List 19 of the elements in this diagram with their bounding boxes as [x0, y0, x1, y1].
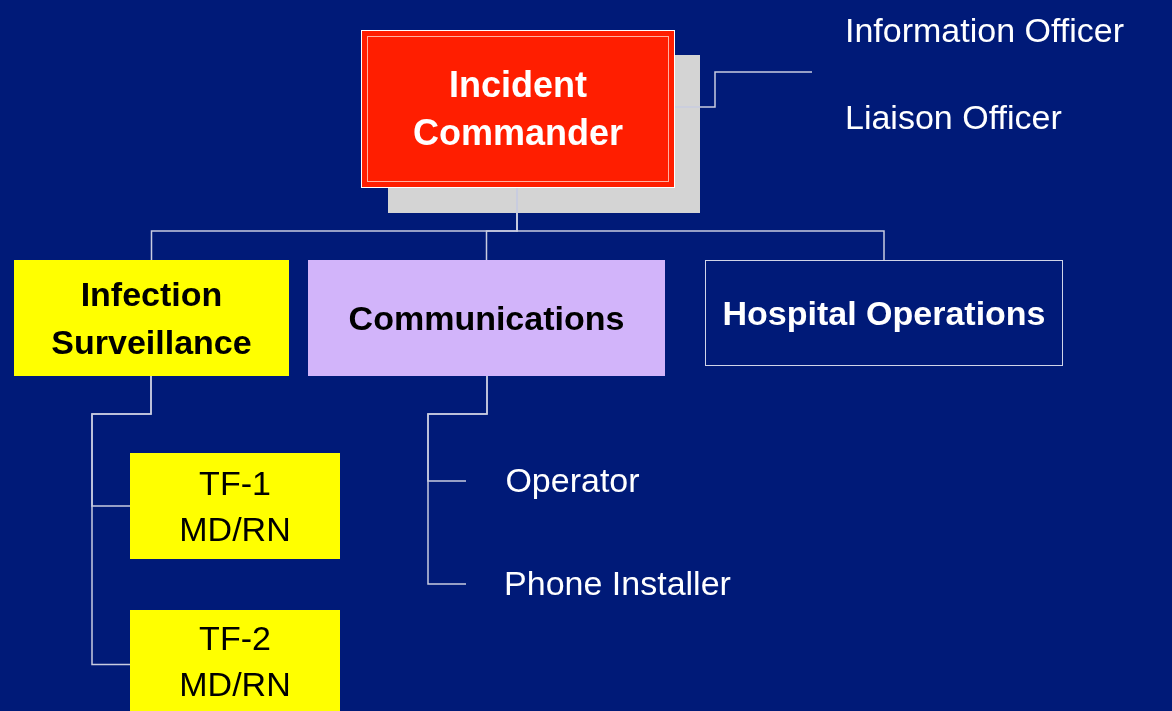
officer-label: Liaison Officer	[845, 97, 1062, 138]
officer-label: Information Officer	[845, 10, 1125, 51]
role-box	[14, 260, 289, 376]
box-label: TF-2 MD/RN	[178, 617, 292, 705]
team-box	[130, 610, 340, 711]
box-label: Operator	[505, 460, 640, 501]
commander-box	[361, 30, 675, 188]
box-label: TF-1 MD/RN	[178, 463, 292, 550]
box-label: Communications	[348, 298, 625, 339]
box-label: Hospital Operations	[722, 293, 1046, 334]
box-label: Infection Surveillance	[50, 274, 253, 363]
connector-line	[427, 375, 488, 585]
team-box	[130, 453, 340, 559]
role-box	[308, 260, 665, 376]
box-label: Phone Installer	[504, 563, 731, 604]
connector-line	[91, 375, 152, 666]
connector-line	[674, 71, 813, 108]
role-box	[705, 260, 1063, 366]
box-label: Incident Commander	[411, 63, 624, 155]
